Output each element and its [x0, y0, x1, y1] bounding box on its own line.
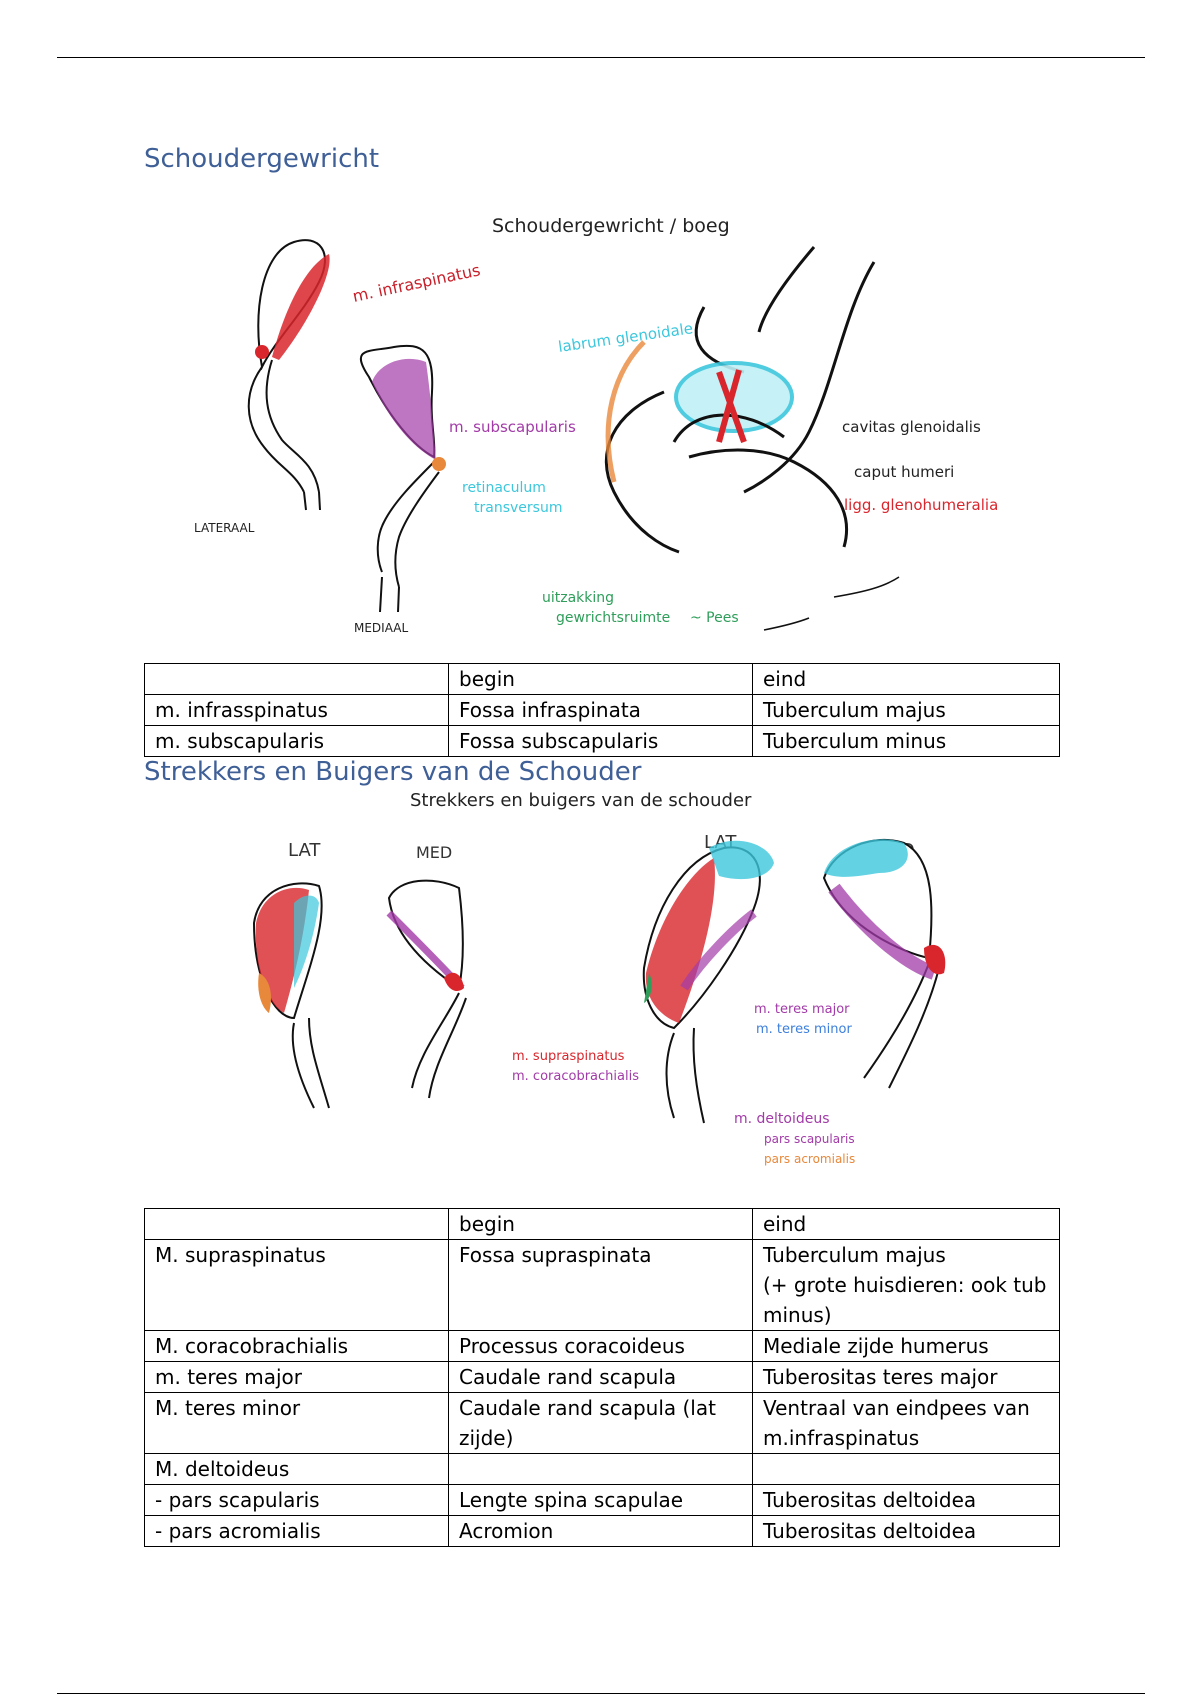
table-cell: [752, 1453, 1060, 1485]
label-retinaculum-2: transversum: [474, 500, 562, 516]
figure-strekkers-buigers: Strekkers en buigers van de schouder LAT…: [144, 788, 1060, 1208]
table-cell: Mediale zijde humerus: [752, 1330, 1060, 1362]
figure-title-2: Strekkers en buigers van de schouder: [410, 790, 752, 811]
caput-humeri-outline: [672, 413, 785, 443]
table-cell: M. supraspinatus: [144, 1239, 449, 1331]
table-cell: Caudale rand scapula (lat zijde): [448, 1392, 753, 1454]
large-medial-red-muscle: [924, 944, 946, 975]
table-cell: Fossa supraspinata: [448, 1239, 753, 1331]
table-row: M. deltoideus: [144, 1453, 1060, 1485]
large-lateral-red-muscle: [645, 858, 715, 1023]
label-uitzakking-1: uitzakking: [542, 590, 614, 606]
arrow-right: [833, 576, 900, 598]
label-uitzakking-2: gewrichtsruimte: [556, 610, 670, 626]
table-cell: Fossa infraspinata: [448, 694, 753, 726]
table-cell: Tuberculum majus: [752, 694, 1060, 726]
label-pars-acromialis: pars acromialis: [764, 1152, 855, 1166]
section-heading-strekkers-buigers: Strekkers en Buigers van de Schouder: [144, 757, 642, 787]
label-cavitas: cavitas glenoidalis: [842, 418, 981, 436]
table-cell: eind: [752, 663, 1060, 695]
header-rule: [57, 57, 1145, 58]
table-cell: Processus coracoideus: [448, 1330, 753, 1362]
large-lateral-purple-muscle: [680, 909, 757, 991]
small-lateral-orange-muscle: [258, 973, 271, 1013]
infraspinatus-muscle: [272, 254, 330, 360]
figure-schoudergewricht: Schoudergewricht / boeg m. infraspinatus…: [144, 192, 1060, 660]
table-cell: m. subscapularis: [144, 725, 449, 757]
table-cell: Tuberositas deltoidea: [752, 1484, 1060, 1516]
label-pees: ~ Pees: [690, 610, 739, 626]
label-retinaculum-1: retinaculum: [462, 480, 546, 496]
label-subscapularis: m. subscapularis: [449, 418, 576, 436]
large-medial-purple-muscle: [828, 883, 937, 980]
table-cell: [144, 663, 449, 695]
small-lateral-cyan-muscle: [294, 895, 319, 988]
shoulder-joint-drawing: Schoudergewricht / boeg m. infraspinatus…: [194, 215, 998, 635]
label-caput: caput humeri: [854, 463, 954, 481]
large-lateral-cyan-cap: [709, 840, 774, 880]
subscapularis-muscle: [372, 358, 436, 460]
table-cell: eind: [752, 1208, 1060, 1240]
label-coracobrachialis: m. coracobrachialis: [512, 1069, 639, 1084]
label-med-1: MED: [416, 843, 452, 862]
label-ligg: ligg. glenohumeralia: [844, 496, 998, 514]
table-cell: Tuberositas deltoidea: [752, 1515, 1060, 1547]
extensors-flexors-drawing: Strekkers en buigers van de schouder LAT…: [252, 790, 946, 1166]
table-cell: Acromion: [448, 1515, 753, 1547]
label-medial: MEDIAAL: [354, 621, 408, 635]
label-infraspinatus: m. infraspinatus: [351, 260, 482, 306]
ligg-glenohumeralia-shape: [716, 369, 747, 444]
table-cell: - pars acromialis: [144, 1515, 449, 1547]
retinaculum-mark: [432, 457, 446, 471]
small-medial-red-muscle: [444, 972, 464, 991]
table-cell: M. deltoideus: [144, 1453, 449, 1485]
table-cell: Fossa subscapularis: [448, 725, 753, 757]
label-supraspinatus: m. supraspinatus: [512, 1049, 625, 1064]
table-cell: Tuberositas teres major: [752, 1361, 1060, 1393]
small-medial-limb: [387, 879, 467, 1099]
label-teres-major: m. teres major: [754, 1002, 850, 1017]
section-heading-schoudergewricht: Schoudergewricht: [144, 144, 380, 174]
arrow-left: [763, 617, 810, 631]
table-cell: [144, 1208, 449, 1240]
table-cell: Tuberculum minus: [752, 725, 1060, 757]
table-cell: Caudale rand scapula: [448, 1361, 753, 1393]
table-cell: Ventraal van eindpees van m.infraspinatu…: [752, 1392, 1060, 1454]
table-cell: Lengte spina scapulae: [448, 1484, 753, 1516]
label-teres-minor: m. teres minor: [756, 1022, 852, 1037]
figure-title: Schoudergewricht / boeg: [492, 215, 730, 237]
table-cell: M. coracobrachialis: [144, 1330, 449, 1362]
table-cell: - pars scapularis: [144, 1484, 449, 1516]
label-deltoideus: m. deltoideus: [734, 1111, 830, 1127]
table-cell: M. teres minor: [144, 1392, 449, 1454]
insertion-mark: [255, 345, 269, 359]
table-cell: begin: [448, 663, 753, 695]
table-cell: Tuberculum majus (+ grote huisdieren: oo…: [752, 1239, 1060, 1331]
large-lateral-green-mark: [644, 973, 652, 1003]
footer-rule: [57, 1693, 1145, 1694]
large-medial-cyan-cap: [824, 839, 908, 877]
label-lat-1: LAT: [288, 840, 321, 861]
capsule-shape: [605, 340, 646, 483]
label-labrum: labrum glenoidale: [557, 319, 694, 356]
table-cell: begin: [448, 1208, 753, 1240]
label-lateral: LATERAAL: [194, 521, 255, 535]
table-cell: m. teres major: [144, 1361, 449, 1393]
table-cell: m. infrasspinatus: [144, 694, 449, 726]
table-cell: [448, 1453, 753, 1485]
label-pars-scapularis: pars scapularis: [764, 1132, 855, 1146]
